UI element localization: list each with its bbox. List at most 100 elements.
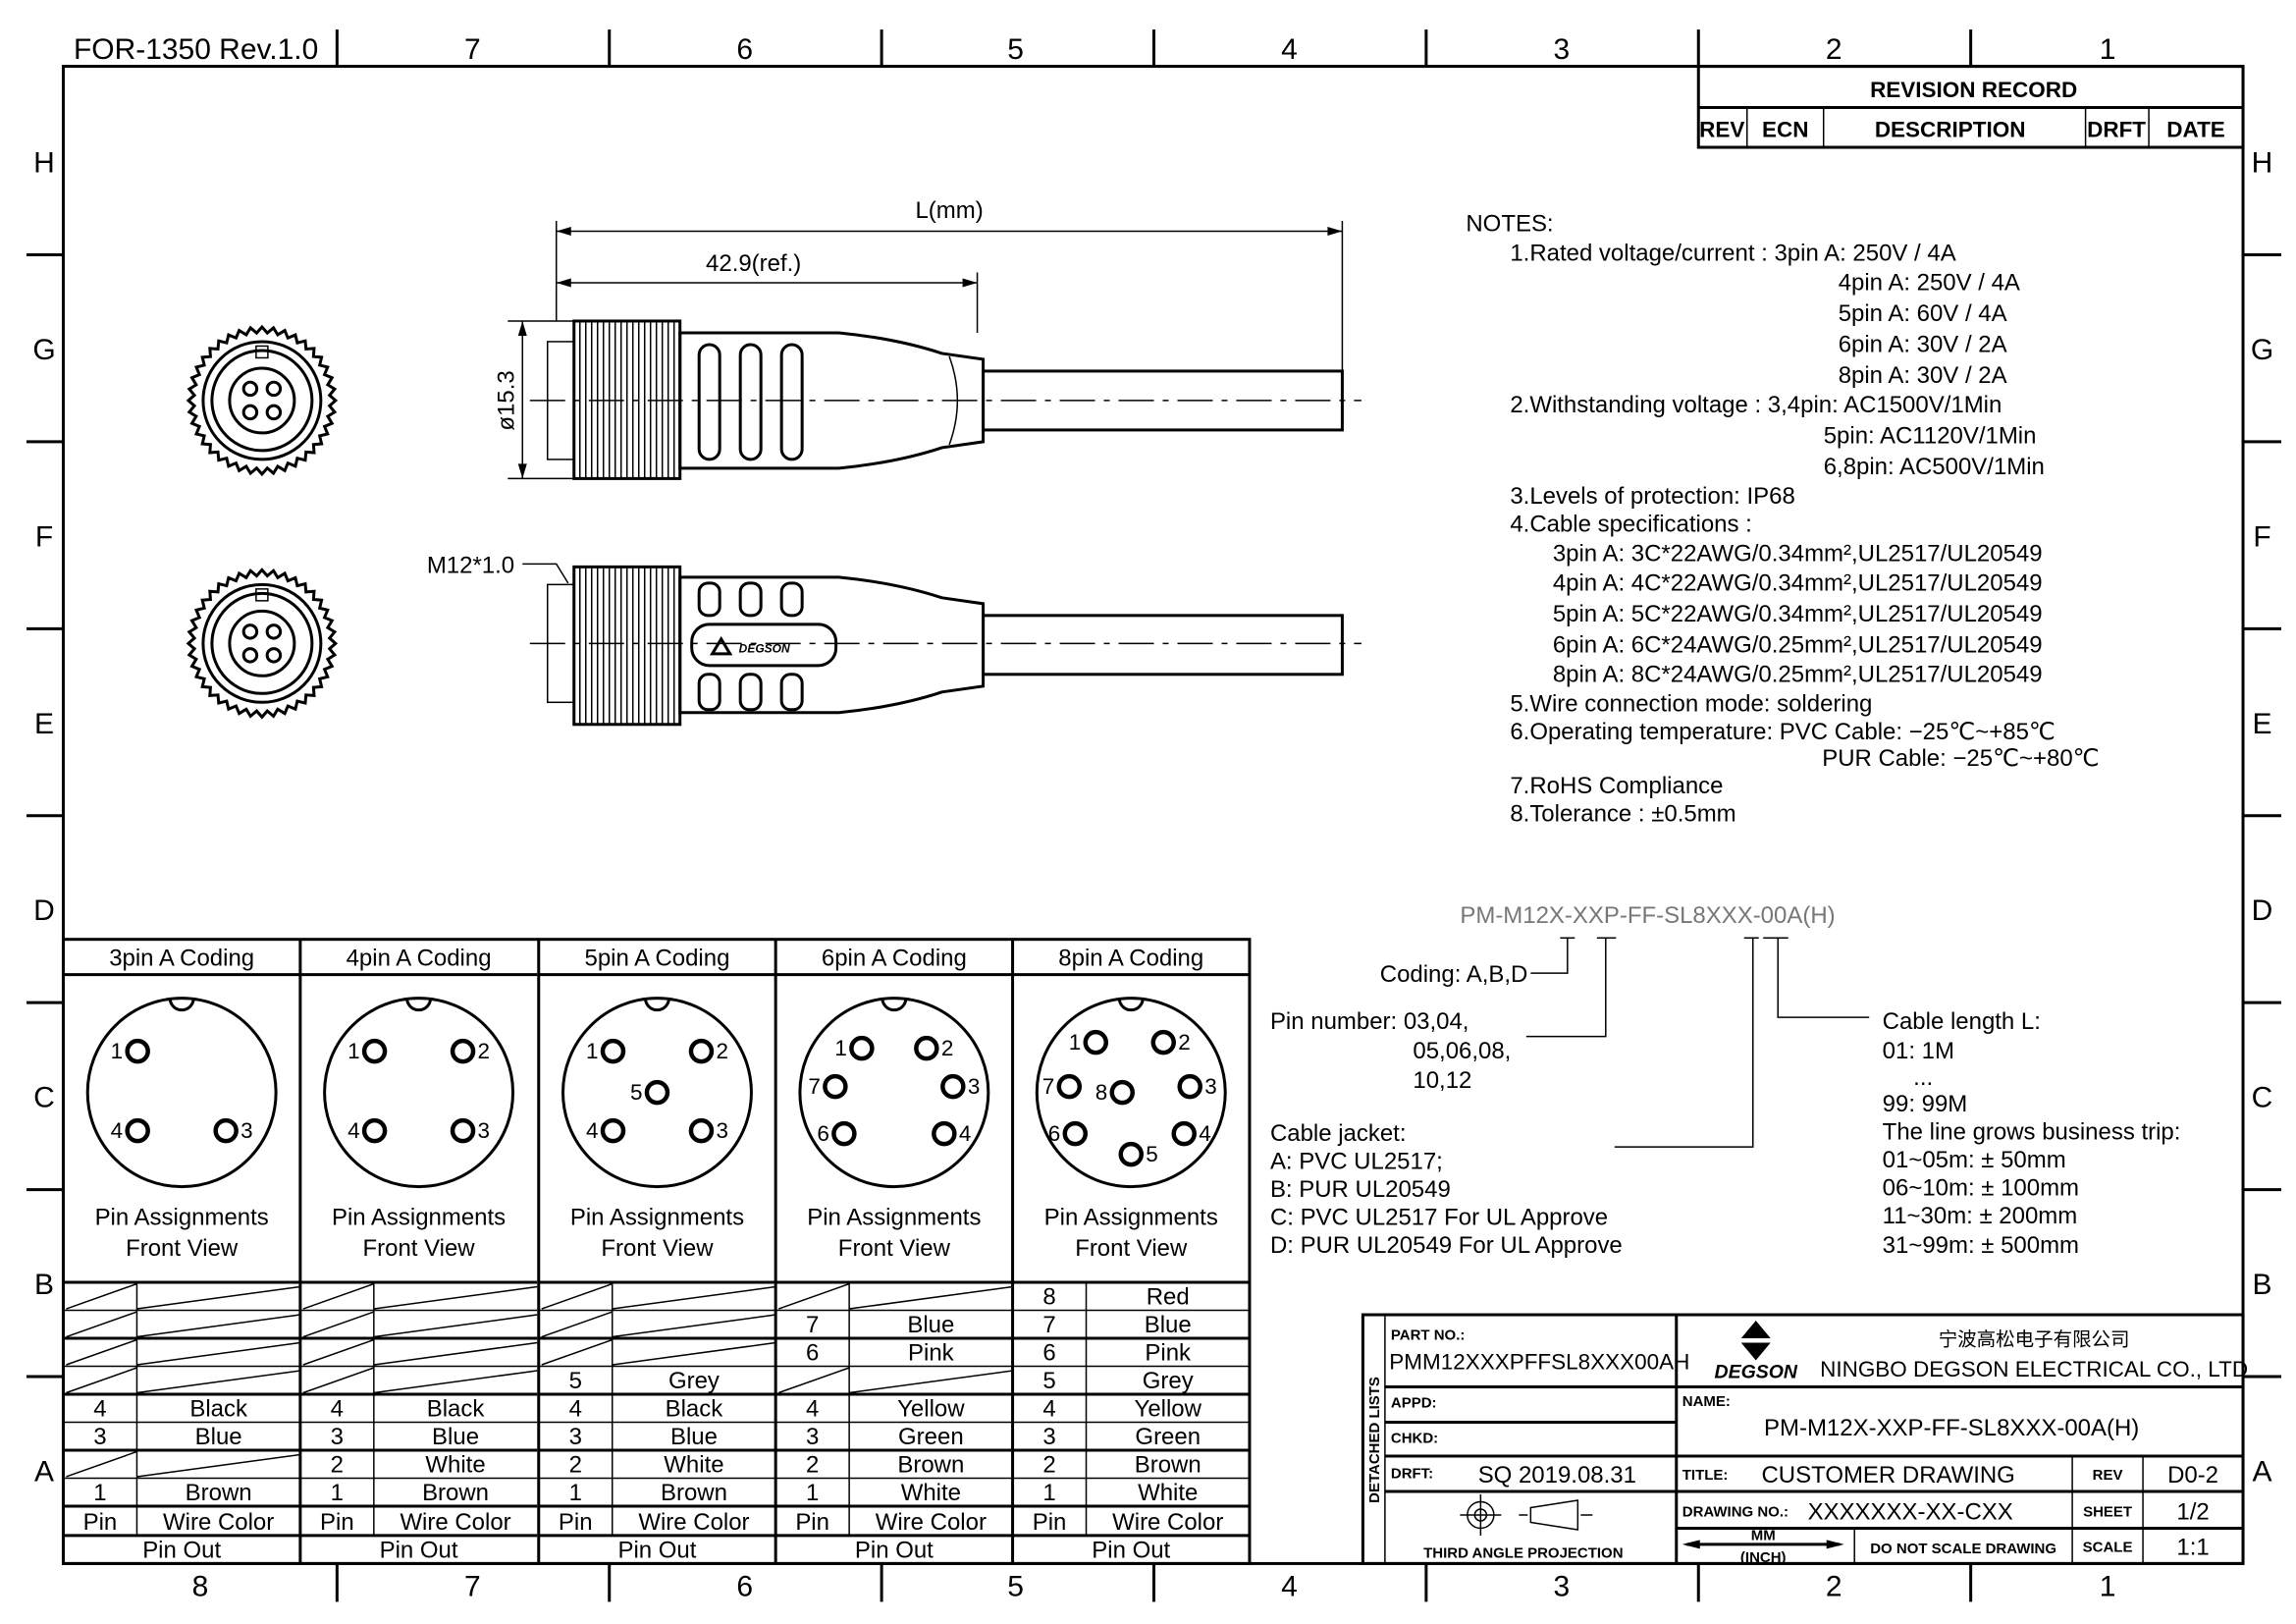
wire-row xyxy=(541,1282,776,1310)
wire-color-header: Wire Color xyxy=(638,1509,749,1536)
wire-row: 6 Pink xyxy=(1042,1340,1192,1367)
pin-cell: 6 xyxy=(1042,1340,1055,1367)
side-zone-label: C xyxy=(33,1082,55,1114)
ordering-code: PM-M12X-XXP-FF-SL8XXX-00A(H) Coding: A,B… xyxy=(1270,902,2180,1259)
empty-cell-slash xyxy=(777,1367,850,1394)
empty-cell-slash xyxy=(136,1370,300,1394)
pin-cell: 3 xyxy=(1042,1424,1055,1450)
pin-number: 3 xyxy=(716,1118,728,1143)
pin-cell: 3 xyxy=(806,1424,819,1450)
connector-face xyxy=(323,997,515,1189)
empty-cell-slash xyxy=(849,1285,1013,1310)
note-line: 8.Tolerance : ±0.5mm xyxy=(1510,801,1735,828)
wire-color-cell: Blue xyxy=(195,1424,242,1450)
col-drft: DRFT xyxy=(2087,118,2146,142)
revision-record-title: REVISION RECORD xyxy=(1870,78,2077,102)
side-zone-label: D xyxy=(2252,894,2273,927)
pin-cell: 4 xyxy=(1042,1395,1055,1422)
pin-cell: 4 xyxy=(569,1395,582,1422)
note-line: 3pin A: 3C*22AWG/0.34mm²,UL2517/UL20549 xyxy=(1553,540,2043,567)
pin-number: 8 xyxy=(1095,1080,1108,1105)
pin-contact xyxy=(940,1073,966,1100)
note-line: 4pin A: 250V / 4A xyxy=(1839,269,2020,296)
bottom-zone-label: 2 xyxy=(1826,1570,1842,1602)
wire-color-header: Wire Color xyxy=(1112,1509,1223,1536)
connector-face xyxy=(798,997,990,1189)
empty-cell-slash xyxy=(777,1282,850,1310)
wire-row xyxy=(541,1338,776,1366)
pin-socket xyxy=(265,623,283,640)
pin-assignments-label: Pin Assignments xyxy=(95,1205,269,1231)
note-line: 3.Levels of protection: IP68 xyxy=(1510,483,1794,510)
note-line: 6pin A: 30V / 2A xyxy=(1839,331,2007,357)
pin-socket xyxy=(265,380,283,398)
part-no-value: PMM12XXXPFFSL8XXX00AH xyxy=(1389,1350,1689,1375)
pin-socket xyxy=(241,380,259,398)
pin-contact xyxy=(688,1038,715,1064)
connector-face xyxy=(561,997,753,1189)
wire-color-cell: Black xyxy=(666,1395,724,1422)
rev-label: REV xyxy=(2093,1467,2123,1484)
pin-cell: 7 xyxy=(806,1312,819,1338)
side-zone-label: G xyxy=(32,334,55,366)
front-view-label: Front View xyxy=(1075,1235,1188,1262)
wire-color-cell: Blue xyxy=(670,1424,718,1450)
pin-contact xyxy=(450,1117,476,1144)
sheet-label: SHEET xyxy=(2083,1503,2132,1520)
pin-number-line: 10,12 xyxy=(1413,1067,1471,1094)
wire-row xyxy=(66,1282,300,1310)
pin-number: 4 xyxy=(586,1118,599,1143)
connector-side-view-top xyxy=(529,319,1362,480)
empty-cell-slash xyxy=(302,1282,375,1310)
coding-title: 6pin A Coding xyxy=(822,946,967,972)
col-date: DATE xyxy=(2166,118,2225,142)
pin-cell: 1 xyxy=(569,1480,582,1506)
pin-contact xyxy=(914,1035,939,1061)
pin-contact xyxy=(1171,1120,1197,1147)
wire-row xyxy=(541,1311,776,1338)
pin-cell: 4 xyxy=(331,1395,344,1422)
pin-header: Pin xyxy=(83,1509,118,1536)
coding-key xyxy=(168,998,195,1012)
pin-contact xyxy=(1083,1029,1109,1056)
wire-color-cell: Brown xyxy=(422,1480,489,1506)
top-zone-label: 6 xyxy=(736,33,753,66)
cable-jacket-line: Cable jacket: xyxy=(1270,1120,1407,1147)
note-line: 6.Operating temperature: PVC Cable: −25℃… xyxy=(1510,719,2055,745)
pin-contact xyxy=(932,1120,957,1147)
bottom-zone-label: 3 xyxy=(1553,1570,1570,1602)
pin-cell: 1 xyxy=(93,1480,106,1506)
empty-cell-slash xyxy=(302,1338,375,1366)
connector-face xyxy=(85,997,278,1189)
wire-color-header: Wire Color xyxy=(163,1509,274,1536)
pin-contact xyxy=(125,1117,150,1144)
coding-title: 8pin A Coding xyxy=(1058,946,1203,972)
pin-number: 5 xyxy=(1146,1142,1158,1166)
note-line: 4.Cable specifications : xyxy=(1510,511,1751,537)
empty-cell-slash xyxy=(612,1285,776,1310)
wire-color-cell: Green xyxy=(1135,1424,1201,1450)
front-view-label: Front View xyxy=(363,1235,476,1262)
pin-out-footer: Pin Out xyxy=(1092,1537,1170,1563)
pin-header: Pin xyxy=(559,1509,593,1536)
drft-value: SQ 2019.08.31 xyxy=(1478,1462,1636,1489)
cable-jacket-line: D: PUR UL20549 For UL Approve xyxy=(1270,1232,1623,1259)
body-logo-text: DEGSON xyxy=(739,641,790,655)
side-zone-label: C xyxy=(2252,1082,2273,1114)
pin-contact xyxy=(1118,1141,1145,1167)
coding-key xyxy=(643,998,670,1012)
wire-color-cell: Pink xyxy=(1145,1340,1192,1367)
top-zone-label: 3 xyxy=(1553,33,1570,66)
wire-row xyxy=(302,1311,538,1338)
length-dimension: L(mm) xyxy=(915,197,983,224)
name-label: NAME: xyxy=(1682,1393,1731,1410)
pin-cell: 5 xyxy=(569,1368,582,1394)
